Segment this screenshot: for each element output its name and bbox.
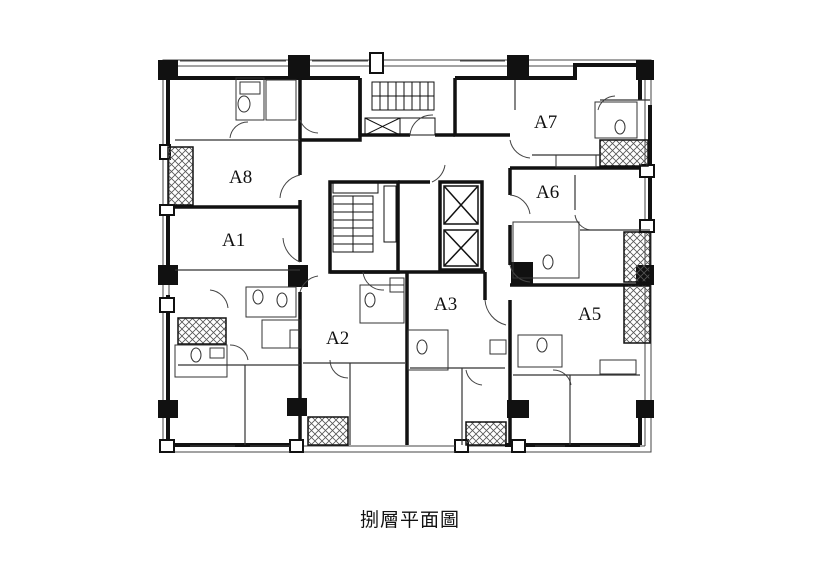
unit-label-a8: A8 (229, 167, 252, 188)
door-swings (209, 95, 616, 386)
unit-label-a7: A7 (534, 112, 557, 133)
elevators (443, 185, 479, 267)
unit-label-a1: A1 (222, 230, 245, 251)
plan-caption: 捌層平面圖 (359, 509, 460, 531)
unit-label-a6: A6 (536, 182, 559, 203)
bathroom-fixtures (174, 77, 638, 378)
windows (180, 60, 630, 453)
unit-label-a3: A3 (434, 294, 457, 315)
stairs (332, 81, 436, 253)
hollow-columns (159, 52, 655, 453)
interior-walls (168, 78, 650, 445)
unit-label-a5: A5 (578, 304, 601, 325)
unit-label-a2: A2 (326, 328, 349, 349)
hatched-areas (167, 139, 651, 446)
exterior-walls (166, 63, 652, 447)
